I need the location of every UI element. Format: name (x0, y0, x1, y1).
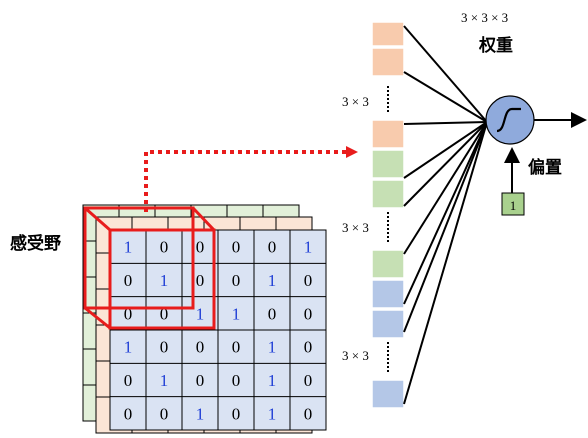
grid-cell-value: 0 (124, 371, 133, 390)
grid-cell-value: 0 (160, 404, 169, 423)
grid-cell-value: 1 (232, 304, 241, 323)
connection-line (403, 121, 488, 255)
grid-cell-value: 0 (268, 238, 277, 257)
weight-column (371, 21, 405, 409)
grid-cell-value: 1 (268, 338, 277, 357)
grid-cell-value: 1 (160, 371, 169, 390)
receptive-field-label: 感受野 (10, 233, 61, 254)
grid-cell-value: 0 (196, 271, 205, 290)
grid-cell-value: 0 (160, 238, 169, 257)
grid-cell-value: 0 (232, 338, 241, 357)
weight-cell (371, 179, 405, 209)
grid-cell-value: 0 (124, 271, 133, 290)
connection-line (403, 121, 488, 333)
weight-connections (403, 25, 488, 405)
grid-cell-value: 0 (160, 304, 169, 323)
neuron-icon (485, 95, 535, 145)
grid-cell-value: 1 (124, 338, 133, 357)
grid-cell-value: 0 (232, 371, 241, 390)
weight-cell (371, 149, 405, 179)
grid-cell-value: 1 (268, 404, 277, 423)
grid-cell-value: 1 (268, 371, 277, 390)
grid-cell-value: 0 (196, 338, 205, 357)
grid-cell-value: 0 (268, 304, 277, 323)
bias-value: 1 (510, 198, 517, 213)
receptive-field-highlight (83, 206, 216, 330)
grid-cell-value: 1 (124, 238, 133, 257)
grid-cell-value: 0 (304, 304, 313, 323)
bias-box (501, 192, 525, 216)
weight-cell (371, 47, 405, 77)
connection-line (403, 25, 488, 123)
weight-cell (371, 21, 405, 47)
connection-line (403, 121, 488, 179)
weight-cell (371, 279, 405, 309)
grid-cell-value: 1 (160, 271, 169, 290)
weights-dim-label: 3 × 3 × 3 (461, 10, 508, 25)
weight-cell (371, 119, 405, 149)
input-grid-front: 1 0 0 0 0 1 0 1 0 0 1 0 0 0 1 1 0 0 1 0 0 0 1 0 0 1 0 0 1 0 0 0 1 0 1 0 (109, 229, 327, 431)
grid-cell-value: 0 (124, 304, 133, 323)
weight-cell (371, 309, 405, 339)
grid-cell-value: 0 (196, 371, 205, 390)
weight-cell (371, 249, 405, 279)
grid-cell-value: 0 (232, 271, 241, 290)
grid-cell-value: 0 (160, 338, 169, 357)
bias-label: 偏置 (528, 157, 562, 178)
grid-cell-value: 0 (304, 371, 313, 390)
grid-cell-value: 0 (124, 404, 133, 423)
group-dim-label-1: 3 × 3 (342, 94, 369, 109)
weights-label: 权重 (478, 35, 513, 56)
weight-cell (371, 379, 405, 409)
grid-cell-value: 0 (232, 238, 241, 257)
grid-cell-value: 0 (304, 338, 313, 357)
grid-cell-value: 0 (196, 238, 205, 257)
connection-line (403, 121, 488, 405)
connection-line (403, 121, 488, 207)
group-dim-label-3: 3 × 3 (342, 348, 369, 363)
grid-cell-value: 1 (304, 238, 313, 257)
connection-line (403, 71, 488, 123)
grid-cell-value: 1 (268, 271, 277, 290)
connection-line (403, 121, 488, 305)
grid-cell-value: 0 (304, 404, 313, 423)
grid-cell-value: 1 (196, 304, 205, 323)
grid-cell-value: 0 (232, 404, 241, 423)
grid-cell-value: 0 (304, 271, 313, 290)
receptive-field-arrow (144, 146, 358, 212)
connection-line (403, 121, 488, 125)
group-dim-label-2: 3 × 3 (342, 220, 369, 235)
grid-cell-value: 1 (196, 404, 205, 423)
